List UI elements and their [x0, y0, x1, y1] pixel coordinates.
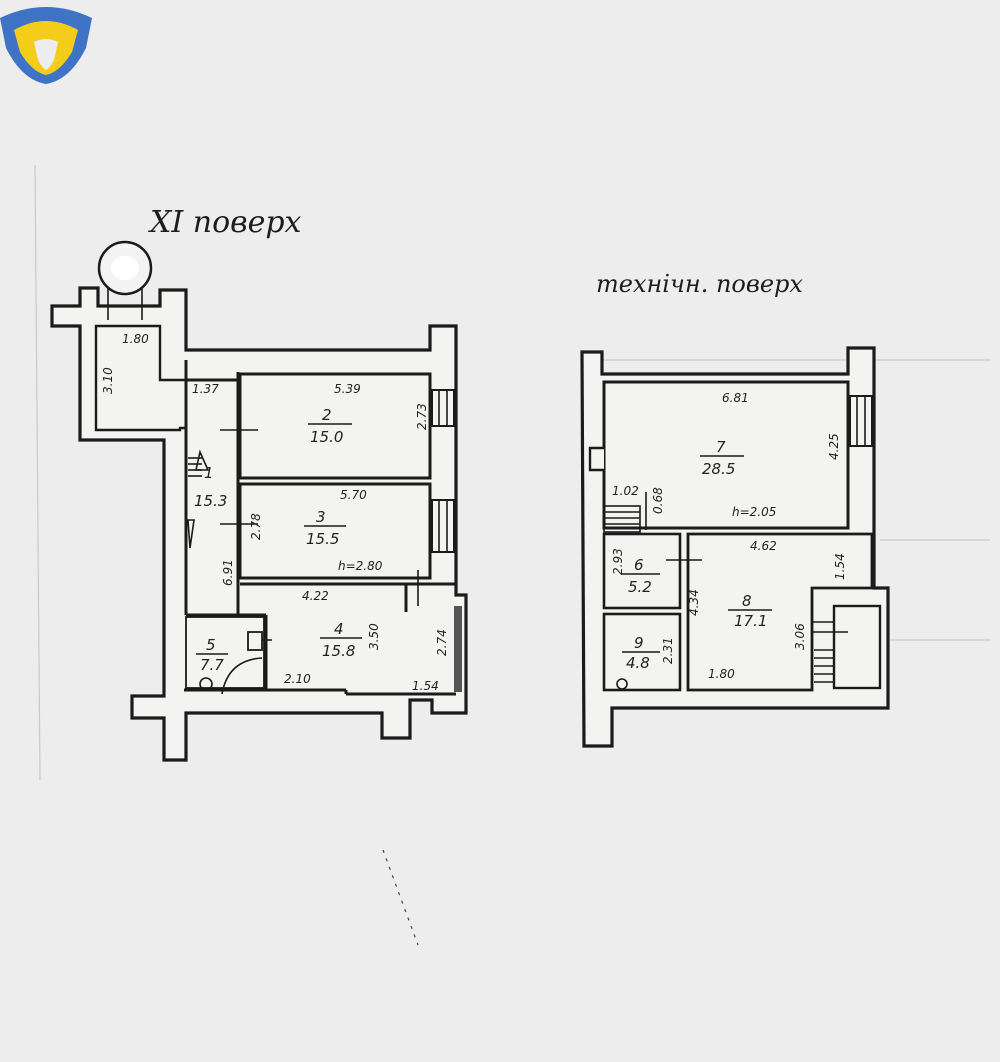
- dim-label: 0.68: [651, 487, 665, 514]
- svg-text:4: 4: [334, 620, 344, 638]
- left-plan-title: XI поверх: [148, 205, 302, 240]
- dim-label: 4.25: [827, 433, 841, 460]
- room-8-label: 8 17.1: [728, 592, 772, 630]
- dim-label: 4.22: [302, 589, 329, 603]
- shield-logo: [0, 7, 92, 84]
- room-9-label: 9 4.8: [622, 634, 660, 672]
- svg-text:8: 8: [742, 592, 752, 610]
- svg-text:7: 7: [716, 438, 726, 456]
- dim-label: 2.10: [284, 672, 311, 686]
- left-floor-plan: [50, 240, 468, 762]
- stairs-symbol: [188, 449, 210, 477]
- dim-label: 4.34: [687, 589, 701, 616]
- room-6-label: 6 5.2: [622, 556, 660, 596]
- dim-label: 6.81: [722, 391, 749, 405]
- room-2-walls: [238, 372, 432, 480]
- stairs-symbol: [812, 621, 848, 683]
- sink-icon: [247, 631, 263, 651]
- bathroom-walls: [185, 616, 265, 689]
- dim-label: 1.54: [833, 553, 847, 580]
- svg-text:1: 1: [204, 464, 214, 482]
- room-2-label: 2 15.0: [308, 406, 352, 446]
- svg-text:2: 2: [322, 406, 332, 424]
- window: [431, 499, 455, 553]
- dim-label: 2.73: [415, 403, 429, 430]
- shower-arc-icon: [221, 657, 263, 695]
- window: [849, 395, 873, 447]
- balcony-edge: [454, 606, 462, 692]
- dim-label: 1.37: [192, 382, 219, 396]
- dim-label: 1.54: [412, 679, 439, 693]
- dim-label: 5.70: [340, 488, 367, 502]
- room-3-label: 3 15.5: [304, 508, 346, 548]
- right-plan-title: технічн. поверх: [596, 270, 803, 298]
- svg-text:28.5: 28.5: [702, 460, 735, 478]
- drain-icon: [616, 678, 628, 690]
- room-6-walls: [602, 532, 682, 610]
- svg-text:15.8: 15.8: [322, 642, 355, 660]
- right-floor-plan: [580, 346, 890, 748]
- dim-label: 2.31: [661, 637, 675, 664]
- room-1-label: 1 15.3: [194, 464, 227, 510]
- toilet-icon: [199, 677, 213, 691]
- svg-text:5: 5: [206, 636, 216, 654]
- dim-label: 4.62: [750, 539, 777, 553]
- svg-text:15.3: 15.3: [194, 492, 227, 510]
- stairs-symbol: [603, 505, 641, 533]
- stair-box: [832, 604, 882, 690]
- svg-text:15.5: 15.5: [306, 530, 339, 548]
- svg-text:6: 6: [634, 556, 644, 574]
- room-8-walls: [686, 532, 874, 692]
- room-3-walls: [238, 482, 432, 580]
- svg-text:3: 3: [316, 508, 326, 526]
- dim-label: 5.39: [334, 382, 361, 396]
- svg-text:5.2: 5.2: [628, 578, 652, 596]
- window: [431, 389, 455, 427]
- svg-text:7.7: 7.7: [200, 656, 224, 674]
- dim-label: 3.50: [367, 623, 381, 650]
- entrance-highlight: [111, 256, 139, 280]
- svg-text:9: 9: [634, 634, 644, 652]
- dim-label: 2.93: [611, 548, 625, 575]
- room-5-label: 5 7.7: [196, 636, 228, 674]
- dim-label: h=2.80: [338, 559, 383, 573]
- dim-label: 3.10: [101, 367, 115, 394]
- svg-text:17.1: 17.1: [734, 612, 767, 630]
- dim-label: 1.80: [708, 667, 735, 681]
- dim-label: 2.78: [249, 513, 263, 540]
- door-swing: [187, 519, 195, 549]
- room-7-label: 7 28.5: [700, 438, 744, 478]
- dim-label: h=2.05: [732, 505, 776, 519]
- dim-label: 1.80: [122, 332, 149, 346]
- svg-text:15.0: 15.0: [310, 428, 343, 446]
- paper-crease: [34, 164, 41, 781]
- dim-label: 1.02: [612, 484, 639, 498]
- dim-label: 6.91: [221, 559, 235, 586]
- svg-text:4.8: 4.8: [626, 654, 650, 672]
- dim-label: 3.06: [793, 623, 807, 650]
- paper-mark: [382, 849, 419, 946]
- room-4-label: 4 15.8: [320, 620, 362, 660]
- dim-label: 2.74: [435, 629, 449, 656]
